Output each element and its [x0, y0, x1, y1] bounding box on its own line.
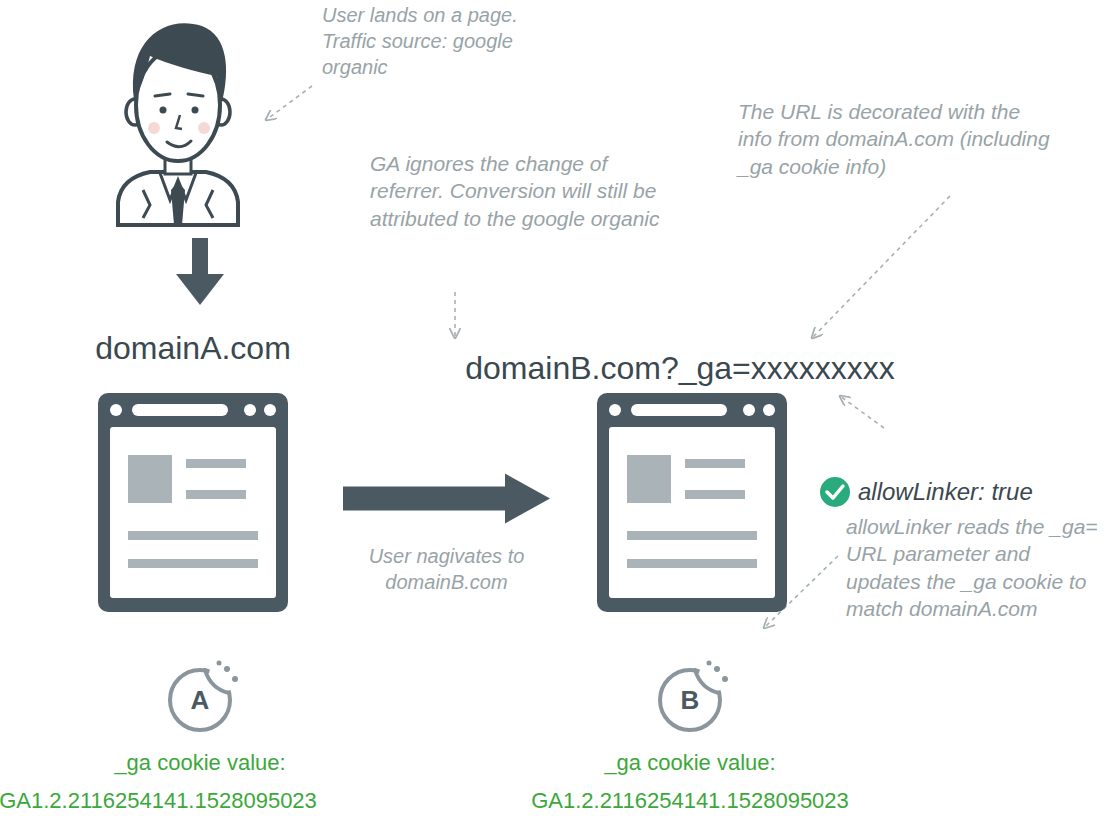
browser-window-part	[609, 404, 621, 416]
down-arrow	[192, 238, 208, 276]
person-figure	[143, 190, 150, 218]
person-figure	[133, 23, 226, 102]
browser-window-part	[685, 459, 745, 468]
cookie-caption: _ga cookie value:	[604, 750, 775, 776]
person-figure	[192, 107, 199, 114]
annotation-note: The URL is decorated with the info from …	[738, 98, 1058, 180]
cookie-crumb	[224, 666, 230, 672]
check-icon	[827, 486, 843, 498]
browser-window-part	[609, 427, 775, 598]
cookie-node: A	[165, 665, 235, 735]
browser-window-part	[627, 455, 671, 503]
browser-window-part	[597, 393, 787, 612]
setting-label: allowLinker: true	[858, 476, 1098, 507]
browser-window-part	[743, 404, 755, 416]
browser-window-part	[763, 404, 775, 416]
annotation-note: User lands on a page. Traffic source: go…	[322, 2, 562, 80]
leader-lines	[812, 196, 950, 338]
annotation-note: allowLinker reads the _ga= URL parameter…	[846, 513, 1108, 622]
navigation-arrow	[343, 474, 550, 524]
domain-heading: domainB.com?_ga=xxxxxxxxx	[465, 350, 895, 387]
browser-window-part	[264, 404, 276, 416]
browser-window-part	[110, 427, 276, 598]
person-figure	[160, 107, 167, 114]
annotation-note: GA ignores the change of referrer. Conve…	[370, 150, 665, 232]
browser-window-part	[98, 393, 288, 612]
browser-window-part	[186, 459, 246, 468]
cookie-node: B	[655, 665, 725, 735]
leader-lines	[840, 396, 884, 428]
browser-window-part	[627, 559, 757, 568]
edge-label: User nagivates to domainB.com	[352, 543, 542, 595]
person-figure	[167, 141, 191, 147]
cookie-crumb	[217, 661, 222, 666]
cookie-crumb	[714, 666, 720, 672]
browser-window-part	[128, 455, 172, 503]
cookie-crumb	[707, 661, 712, 666]
browser-window-part	[627, 531, 757, 540]
browser-window-part	[128, 531, 258, 540]
browser-window: domainB.com?_ga=xxxxxxxxx	[597, 393, 787, 612]
cookie-crumb	[232, 676, 238, 682]
cookie-letter: A	[165, 665, 235, 735]
browser-window-part	[186, 490, 246, 499]
browser-shape	[597, 393, 787, 612]
person-figure	[148, 122, 160, 134]
person-figure	[198, 122, 210, 134]
browser-shape	[98, 393, 288, 612]
cookie-value: GA1.2.2116254141.1528095023	[531, 788, 849, 814]
leader-lines	[454, 292, 456, 338]
check-icon	[820, 477, 850, 507]
leader-lines	[266, 86, 312, 120]
browser-window: domainA.com	[98, 393, 288, 612]
browser-window-part	[685, 490, 745, 499]
person-figure	[155, 94, 203, 96]
person-figure	[176, 115, 182, 129]
browser-window-part	[110, 404, 122, 416]
browser-window-part	[128, 559, 258, 568]
down-arrow	[176, 238, 224, 305]
person-figure	[206, 190, 213, 218]
browser-window-part	[244, 404, 256, 416]
cookie-caption: _ga cookie value:	[114, 750, 285, 776]
cookie-crumb	[722, 676, 728, 682]
check-icon	[820, 477, 850, 507]
domain-heading: domainA.com	[95, 330, 291, 367]
browser-window-part	[631, 404, 727, 416]
person-figure	[171, 182, 185, 225]
person-figure	[118, 172, 238, 225]
down-arrow	[176, 274, 224, 305]
cookie-letter: B	[655, 665, 725, 735]
browser-window-part	[132, 404, 228, 416]
cookie-value: GA1.2.2116254141.1528095023	[0, 788, 317, 814]
person-figure	[118, 23, 238, 225]
